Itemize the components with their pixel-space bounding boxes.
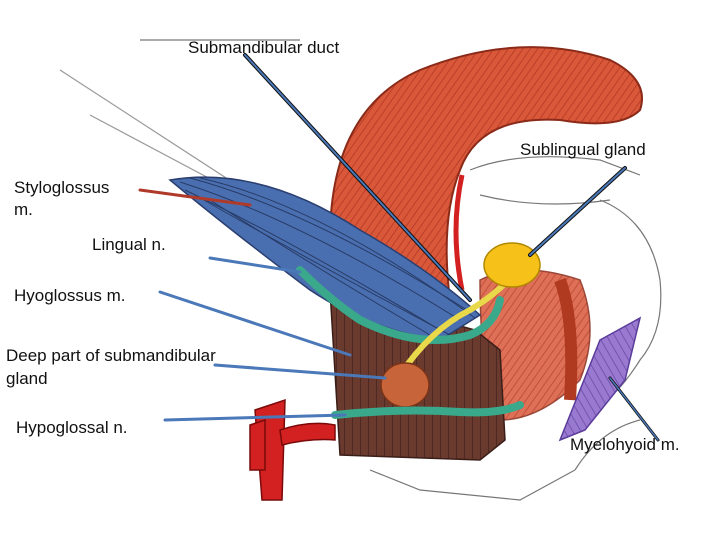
floor-muscles xyxy=(479,269,591,421)
leader-styloglossus xyxy=(138,188,252,207)
mylohyoid-muscle xyxy=(558,316,642,442)
label-sublingual-gland: Sublingual gland xyxy=(520,140,646,159)
label-styloglossus: Styloglossus xyxy=(14,178,110,197)
label-hypoglossal: Hypoglossal n. xyxy=(16,418,128,437)
leader-lines xyxy=(138,53,660,442)
deep-submandibular-gland xyxy=(380,362,430,408)
leader-hypoglossal xyxy=(163,413,347,422)
leader-lingual-n xyxy=(208,256,302,274)
mandible-outline xyxy=(59,39,662,501)
label-myelohyoid: Myelohyoid m. xyxy=(570,435,680,454)
label-styloglossus-m: m. xyxy=(14,200,33,219)
label-deep-part: Deep part of submandibular xyxy=(6,346,216,365)
hypoglossal-nerve xyxy=(331,401,524,419)
label-submandibular-duct: Submandibular duct xyxy=(188,38,340,57)
label-lingual-n: Lingual n. xyxy=(92,235,166,254)
styloglossus-muscle xyxy=(168,176,482,341)
leader-hyoglossus xyxy=(158,290,352,357)
sublingual-gland-shape xyxy=(483,242,541,288)
label-deep-part-gland: gland xyxy=(6,369,48,388)
leader-deep-part xyxy=(213,363,387,380)
lingual-nerve xyxy=(296,266,504,344)
submandibular-duct-shape xyxy=(397,275,513,378)
artery xyxy=(249,398,336,501)
label-hyoglossus: Hyoglossus m. xyxy=(14,286,126,305)
